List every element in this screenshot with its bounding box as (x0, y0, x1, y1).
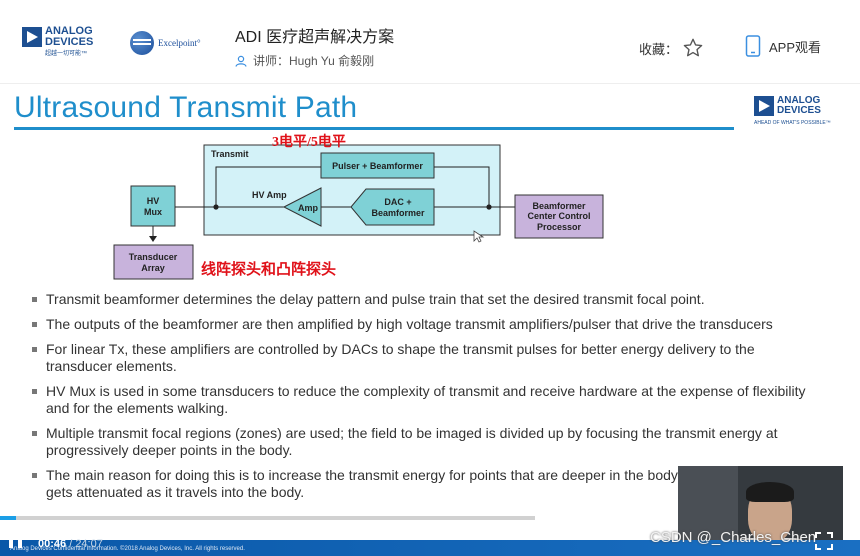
progress-bar[interactable] (0, 516, 535, 520)
bullet-item: The main reason for doing this is to inc… (30, 467, 820, 501)
favorite-label: 收藏： (639, 41, 679, 57)
csdn-watermark: CSDN @_Charles_Chen (650, 529, 817, 546)
bullet-item: HV Mux is used in some transducers to re… (30, 383, 820, 417)
transmit-label: Transmit (211, 149, 249, 159)
bullet-item: Transmit beamformer determines the delay… (30, 291, 820, 308)
bullet-item: For linear Tx, these amplifiers are cont… (30, 341, 820, 375)
transducer-array-box (113, 244, 194, 280)
pulser-path-line-left (215, 166, 321, 207)
pause-icon-bar-right (18, 532, 22, 548)
slide-adi-logo-icon (754, 96, 774, 116)
bf-control-label-1: Beamformer (532, 201, 586, 211)
hv-amp-label: HV Amp (252, 190, 287, 200)
transducer-label-1: Transducer (129, 252, 178, 262)
slide-adi-logo: ANALOG DEVICES (754, 96, 845, 116)
mouse-cursor-icon (473, 230, 485, 243)
lecturer-info: 讲师：Hugh Yu 俞毅刚 (235, 52, 374, 69)
presenter-hair (746, 482, 794, 502)
excelpoint-logo[interactable]: Excelpoint° (130, 31, 201, 55)
bf-control-label-2: Center Control (528, 211, 591, 221)
mux-to-transducer-arrow (149, 236, 157, 242)
duration: / 24:07 (69, 538, 103, 550)
bullet-list: Transmit beamformer determines the delay… (30, 291, 820, 509)
current-time: 00:46 (38, 538, 67, 550)
time-display: 00:46 / 24:07 (38, 538, 103, 550)
title-rule (14, 127, 734, 130)
video-slide[interactable]: Ultrasound Transmit Path ANALOG DEVICES … (0, 85, 860, 517)
progress-bar-fill (0, 516, 16, 520)
slide-adi-tagline: AHEAD OF WHAT'S POSSIBLE™ (754, 120, 831, 126)
transducer-label-2: Array (141, 263, 165, 273)
slide-footer-text: Analog Devices Confidential Information.… (10, 546, 245, 552)
lecturer-text: 讲师：Hugh Yu 俞毅刚 (253, 54, 375, 68)
favorite-button[interactable]: 收藏： (639, 37, 704, 59)
annotation-probes: 线阵探头和凸阵探头 (201, 262, 337, 278)
app-view-button[interactable]: APP观看 (745, 35, 821, 57)
hv-mux-label-1: HV (147, 196, 160, 206)
slide-footer-strip (0, 540, 860, 556)
pulser-beamformer-box (320, 152, 435, 179)
pause-icon-bar-left (9, 532, 13, 548)
dac-beamformer-box (350, 188, 435, 226)
bf-control-processor-box (514, 194, 604, 239)
dac-label-2: Beamformer (371, 208, 425, 218)
course-header: ANALOG DEVICES 超越一切可能™ Excelpoint° ADI 医… (0, 0, 860, 84)
adi-logo-sub: 超越一切可能™ (45, 51, 88, 57)
fullscreen-icon[interactable] (815, 532, 833, 550)
slide-adi-logo-text: ANALOG DEVICES (777, 95, 821, 116)
bullet-item: The outputs of the beamformer are then a… (30, 316, 820, 333)
excelpoint-globe-icon (130, 31, 154, 55)
bullet-item: Multiple transmit focal regions (zones) … (30, 425, 820, 459)
annotation-levels: 3电平/5电平 (272, 135, 346, 150)
course-title: ADI 医疗超声解决方案 (235, 29, 395, 46)
slide-title: Ultrasound Transmit Path (14, 91, 358, 124)
hv-mux-label-2: Mux (144, 207, 162, 217)
transmit-path-diagram: Transmit Pulser + Beamformer HV Amp Amp … (113, 144, 604, 280)
pulser-beamformer-label: Pulser + Beamformer (332, 161, 423, 171)
phone-icon (745, 35, 761, 57)
pulser-path-line (434, 166, 490, 207)
amp-label: Amp (298, 203, 319, 213)
pause-button[interactable] (9, 532, 23, 548)
dac-label-1: DAC + (384, 197, 411, 207)
user-icon (235, 55, 247, 67)
adi-logo-text: ANALOG DEVICES (45, 25, 94, 48)
app-view-label: APP观看 (769, 39, 822, 55)
adi-logo[interactable]: ANALOG DEVICES 超越一切可能™ (22, 25, 101, 57)
amp-triangle (282, 187, 322, 227)
excelpoint-logo-text: Excelpoint° (158, 38, 201, 48)
adi-logo-icon (22, 27, 42, 47)
hv-mux-box (130, 185, 176, 227)
star-icon (683, 38, 703, 57)
bf-control-label-3: Processor (537, 222, 582, 232)
